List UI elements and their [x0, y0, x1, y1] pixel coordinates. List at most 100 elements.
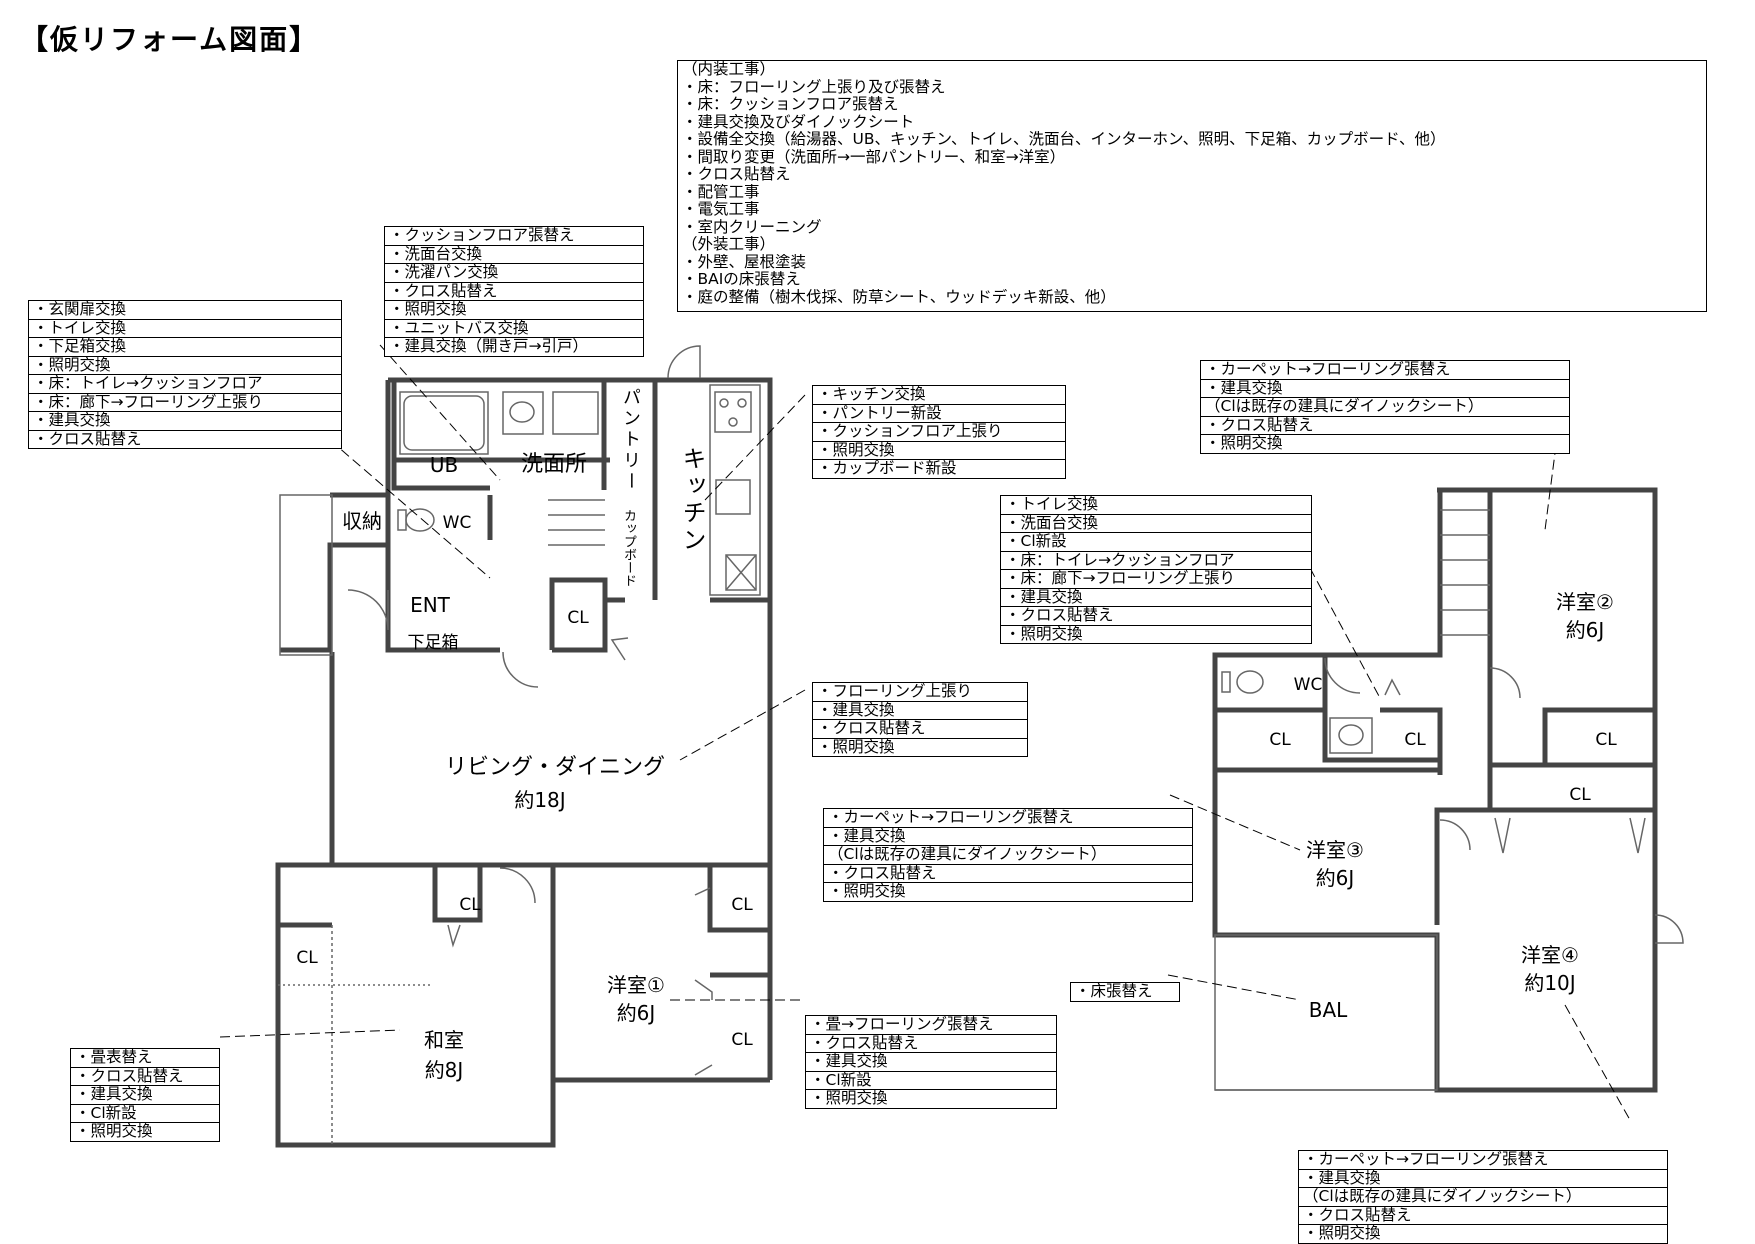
- summary-note: （内装工事）・床：フローリング上張り及び張替え・床：クッションフロア張替え・建具…: [677, 60, 1707, 312]
- note-row: ・建具交換: [806, 1053, 1056, 1072]
- note-row: ・建具交換: [1299, 1170, 1667, 1188]
- note-row: ・建具交換（開き戸→引戸）: [389, 338, 588, 355]
- room-cl-washitsu-top: CL: [459, 895, 481, 915]
- note-row: ・照明交換: [828, 883, 906, 900]
- room-washitsu-size: 約8J: [424, 1058, 464, 1082]
- youshitsu4-note: ・カーペット→フローリング張替え・建具交換（Clは既存の建具にダイノックシート）…: [1298, 1150, 1668, 1244]
- note-row: ・設備全交換（給湯器、UB、キッチン、トイレ、洗面台、インターホン、照明、下足箱…: [682, 131, 1446, 148]
- note-row: ・室内クリーニング: [682, 218, 822, 236]
- note-row: ・庭の整備（樹木伐採、防草シート、ウッドデッキ新設、他）: [682, 288, 1116, 306]
- leader-lines: [219, 344, 1631, 1121]
- room-you1-size: 約6J: [616, 1001, 656, 1025]
- note-row: ・クロス貼替え: [806, 1035, 1056, 1053]
- bal-note: ・床張替え: [1070, 982, 1180, 1002]
- room-you1-name: 洋室①: [607, 973, 665, 997]
- room-bal: BAL: [1308, 998, 1348, 1022]
- note-row: ・床：トイレ→クッションフロア: [29, 375, 341, 394]
- note-row: ・配管工事: [682, 183, 760, 201]
- room-you3-name: 洋室③: [1306, 838, 1364, 862]
- note-row: （Clは既存の建具にダイノックシート）: [1299, 1188, 1667, 1207]
- note-row: ・照明交換: [75, 1123, 153, 1140]
- note-row: ・照明交換: [810, 1090, 888, 1107]
- note-row: ・トイレ交換: [29, 320, 341, 338]
- note-row: ・Cl新設: [806, 1072, 1056, 1090]
- youshitsu3-note: ・カーペット→フローリング張替え・建具交換（Clは既存の建具にダイノックシート）…: [823, 808, 1193, 902]
- room-cupboard: カップボード: [621, 509, 636, 587]
- room-getabako: 下足箱: [407, 633, 459, 653]
- note-row: ・床：廊下→フローリング上張り: [29, 394, 341, 412]
- youshitsu1-note: ・畳→フローリング張替え・クロス貼替え・建具交換・Cl新設・照明交換: [805, 1015, 1057, 1109]
- note-row: ・クロス貼替え: [71, 1068, 219, 1086]
- page-title: 【仮リフォーム図面】: [20, 23, 320, 56]
- room-cl-you1-right: CL: [731, 1030, 753, 1050]
- room-cl-2f-c: CL: [1595, 730, 1617, 750]
- note-row: （外装工事）: [682, 236, 776, 253]
- note-row: ・クロス貼替え: [385, 283, 643, 301]
- note-row: ・建具交換及びダイノックシート: [682, 113, 915, 131]
- note-row: ・照明交換: [817, 738, 895, 756]
- note-row: ・Cl新設: [71, 1105, 219, 1123]
- note-row: ・カップボード新設: [817, 460, 957, 477]
- note-row: ・床：廊下→フローリング上張り: [1001, 570, 1311, 589]
- second-floor-wc-note: ・トイレ交換・洗面台交換・Cl新設・床：トイレ→クッションフロア・床：廊下→フロ…: [1000, 495, 1312, 644]
- note-row: ・洗面台交換: [385, 246, 643, 264]
- room-you4-name: 洋室④: [1521, 943, 1579, 967]
- note-row: ・照明交換: [29, 357, 341, 375]
- note-row: ・クロス貼替え: [824, 865, 1192, 883]
- note-row: ・クッションフロア張替え: [385, 227, 643, 246]
- note-row: ・建具交換: [1001, 589, 1311, 607]
- note-row: ・クロス貼替え: [1201, 417, 1569, 435]
- note-row: ・下足箱交換: [29, 338, 341, 357]
- room-you2-name: 洋室②: [1556, 590, 1614, 614]
- room-cl-2f-d: CL: [1569, 785, 1591, 805]
- note-row: ・キッチン交換: [813, 386, 1065, 405]
- note-row: ・間取り変更（洗面所→一部パントリー、和室→洋室）: [682, 148, 1066, 166]
- room-living-size: 約18J: [514, 788, 566, 812]
- room-shuno: 収納: [342, 509, 382, 533]
- washroom-note: ・クッションフロア張替え・洗面台交換・洗濯パン交換・クロス貼替え・照明交換・ユニ…: [384, 226, 644, 357]
- note-row: ・照明交換: [1005, 625, 1083, 643]
- note-row: ・照明交換: [1303, 1225, 1381, 1242]
- note-row: ・BAIの床張替え: [682, 271, 801, 288]
- room-you3-size: 約6J: [1315, 866, 1355, 890]
- note-row: ・トイレ交換: [1001, 496, 1311, 515]
- note-row: ・畳→フローリング張替え: [806, 1016, 1056, 1035]
- room-ent: ENT: [410, 593, 450, 617]
- note-row: （Clは既存の建具にダイノックシート）: [1201, 398, 1569, 417]
- note-row: ・Cl新設: [1001, 533, 1311, 552]
- room-living-name: リビング・ダイニング: [444, 755, 666, 780]
- note-row: ・クッションフロア上張り: [813, 423, 1065, 442]
- note-row: ・床：トイレ→クッションフロア: [1001, 552, 1311, 570]
- note-row: ・フローリング上張り: [813, 683, 1027, 702]
- note-row: ・建具交換: [71, 1086, 219, 1105]
- washitsu-note: ・畳表替え・クロス貼替え・建具交換・Cl新設・照明交換: [70, 1048, 220, 1142]
- note-row: ・電気工事: [682, 201, 760, 218]
- note-row: ・洗面台交換: [1001, 515, 1311, 533]
- note-row: ・床張替え: [1075, 983, 1153, 1000]
- note-row: ・クロス貼替え: [1001, 607, 1311, 626]
- room-ub: UB: [429, 453, 459, 477]
- note-row: ・カーペット→フローリング張替え: [1201, 361, 1569, 380]
- note-row: ・畳表替え: [71, 1049, 219, 1068]
- note-row: ・建具交換: [1201, 380, 1569, 398]
- note-row: ・パントリー新設: [813, 405, 1065, 423]
- note-row: ・クロス貼替え: [33, 430, 142, 448]
- room-you4-size: 約10J: [1524, 971, 1576, 995]
- room-washitsu-name: 和室: [424, 1028, 464, 1052]
- note-row: ・クロス貼替え: [813, 720, 1027, 739]
- living-note: ・フローリング上張り・建具交換・クロス貼替え・照明交換: [812, 682, 1028, 757]
- note-row: （Clは既存の建具にダイノックシート）: [824, 846, 1192, 865]
- room-kitchen: キッチン: [678, 446, 706, 554]
- room-cl-2f-b: CL: [1404, 730, 1426, 750]
- note-row: ・床：クッションフロア張替え: [682, 96, 899, 113]
- note-row: ・照明交換: [385, 301, 643, 320]
- note-row: ・玄関扉交換: [29, 301, 341, 320]
- note-row: ・照明交換: [813, 442, 1065, 460]
- room-cl-entrance: CL: [567, 608, 589, 628]
- note-row: ・クロス貼替え: [1299, 1207, 1667, 1225]
- note-row: （内装工事）: [682, 61, 776, 78]
- note-row: ・建具交換: [824, 828, 1192, 846]
- note-row: ・カーペット→フローリング張替え: [1299, 1151, 1667, 1170]
- note-row: ・ユニットバス交換: [385, 320, 643, 338]
